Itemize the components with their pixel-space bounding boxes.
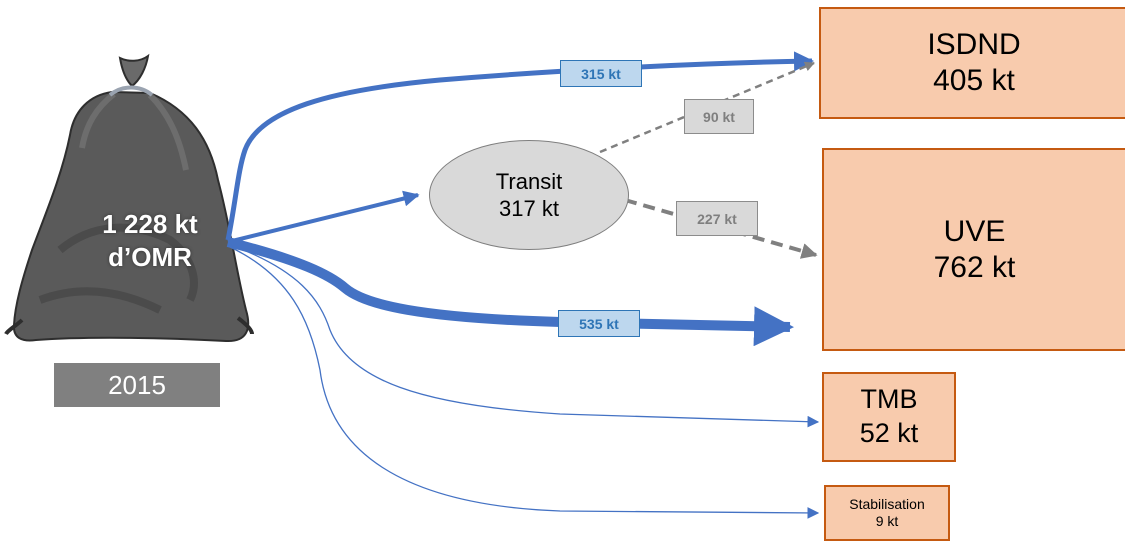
flow-omr-transit xyxy=(227,190,420,244)
isdnd-value: 405 kt xyxy=(933,64,1015,97)
flow-transit-isdnd xyxy=(599,61,815,154)
isdnd-name: ISDND xyxy=(927,28,1021,61)
flow-omr-stabilisation xyxy=(227,245,820,519)
destination-tmb: TMB 52 kt xyxy=(822,372,956,462)
flow-omr-uve xyxy=(226,237,794,347)
stabilisation-name: Stabilisation xyxy=(849,495,925,512)
flow-omr-tmb xyxy=(227,243,820,428)
flow-label-transit-isdnd: 90 kt xyxy=(684,99,754,134)
year-badge: 2015 xyxy=(54,363,220,407)
uve-name: UVE xyxy=(943,214,1006,248)
destination-stabilisation: Stabilisation 9 kt xyxy=(824,485,950,541)
stabilisation-value: 9 kt xyxy=(875,513,899,529)
destination-isdnd: ISDND 405 kt xyxy=(819,7,1125,119)
transit-node: Transit 317 kt xyxy=(429,140,629,250)
source-total-value: 1 228 kt xyxy=(102,209,198,239)
flow-label-omr-isdnd: 315 kt xyxy=(560,60,642,87)
source-total-label: 1 228 kt d’OMR xyxy=(70,208,230,273)
source-total-type: d’OMR xyxy=(108,241,192,272)
flow-omr-isdnd xyxy=(225,51,814,241)
destination-uve: UVE 762 kt xyxy=(822,148,1125,351)
garbage-bag-icon xyxy=(4,53,254,343)
uve-value: 762 kt xyxy=(933,250,1016,284)
tmb-name: TMB xyxy=(860,384,918,415)
flow-label-transit-uve: 227 kt xyxy=(676,201,758,236)
tmb-value: 52 kt xyxy=(859,418,919,448)
transit-value: 317 kt xyxy=(499,196,559,221)
flow-label-omr-uve: 535 kt xyxy=(558,310,640,337)
transit-name: Transit xyxy=(495,168,563,194)
